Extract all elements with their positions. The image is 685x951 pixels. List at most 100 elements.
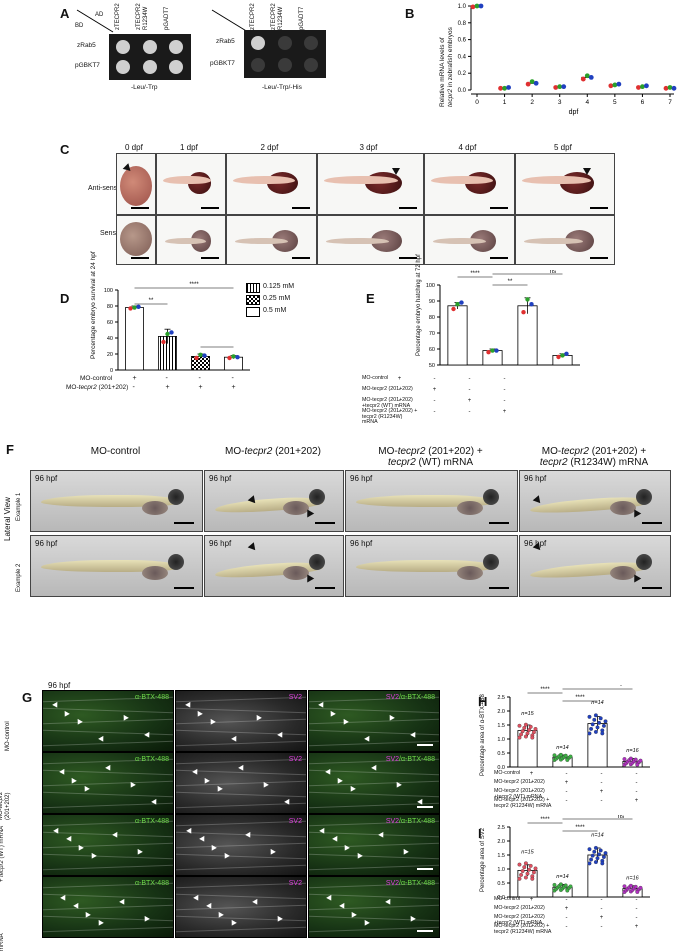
- chartD-data-point: [202, 353, 207, 358]
- chartH-data-point: [638, 758, 643, 763]
- b-data-point: [498, 85, 503, 91]
- condition-symbol: -: [398, 409, 401, 415]
- chartE-bar: [517, 305, 538, 366]
- chartH-data-point: [525, 731, 530, 736]
- arrowhead-marker: [89, 852, 97, 861]
- chartI-data-point: [603, 851, 608, 856]
- chartH-data-point: [598, 716, 603, 721]
- chartD-data-point: [132, 305, 137, 310]
- b-data-point: [470, 4, 476, 10]
- b-data-point: [561, 84, 567, 90]
- muscle-fiber-line: [176, 696, 306, 703]
- larva-eye: [483, 489, 499, 505]
- arrowhead-marker: [378, 831, 386, 840]
- chartD-data-point: [161, 339, 166, 345]
- scale-bar: [417, 868, 433, 870]
- larva-yolk: [283, 566, 309, 580]
- channel-label-merge: SV2/α-BTX-488: [386, 880, 435, 887]
- muscle-fiber-line: [176, 864, 306, 871]
- yeast-spot: [304, 58, 318, 72]
- larva-eye: [168, 489, 184, 505]
- b-x-tick-label: 6: [641, 99, 645, 106]
- embryo-photo-antisense: [116, 153, 156, 215]
- chartH-data-point: [519, 732, 524, 737]
- b-data-point: [557, 84, 563, 90]
- condition-label: MO-control: [362, 375, 389, 381]
- arrowhead-marker: [583, 168, 591, 175]
- condition-symbol: -: [398, 398, 401, 404]
- sig-label: ns: [618, 815, 624, 820]
- chartI-data-point: [593, 860, 598, 865]
- b-data-point: [667, 85, 673, 90]
- merge-btx: /α-BTX-488: [399, 880, 435, 887]
- chartE-data-point: [486, 350, 491, 355]
- chartH-data-point: [522, 725, 527, 730]
- chartH-data-point: [520, 729, 525, 734]
- chartI-data-point: [568, 884, 573, 889]
- panel-h-ylabel: Percentage area of α-BTX-488: [480, 694, 486, 776]
- panel-d-symbol: -: [231, 375, 234, 382]
- micrograph: α-BTX-488: [42, 876, 174, 938]
- condition-label: MO-tecpr2 (201+202) + tecpr2 (R1234W) mR…: [494, 923, 552, 935]
- b-data-point: [529, 79, 535, 84]
- chartI-data-point: [635, 890, 640, 894]
- chartI-data-point: [587, 847, 592, 852]
- b-x-tick-label: 3: [558, 99, 562, 106]
- chartD-bar: [125, 307, 144, 371]
- panel-a-ad: AD: [95, 12, 104, 18]
- panel-label-d: D: [60, 291, 70, 306]
- muscle-fiber-line: [309, 780, 439, 787]
- panel-a-right-diagonal: [211, 9, 249, 33]
- chartD-data-point: [198, 352, 203, 357]
- larva-photo-hpf: 96 hpf: [35, 474, 58, 483]
- embryo-photo-antisense: [515, 153, 615, 215]
- arrowhead-marker: [371, 764, 379, 773]
- chartI-data-point: [552, 882, 557, 887]
- chartI-data-point: [528, 863, 533, 868]
- larva-eye: [636, 554, 652, 570]
- condition-symbol: -: [600, 771, 603, 777]
- chartH-data-point: [563, 753, 568, 758]
- panel-d-row2-label: MO-tecpr2 (201+202): [66, 384, 128, 391]
- chartE-data-point: [455, 302, 460, 307]
- panel-d-symbol: +: [165, 384, 170, 391]
- micrograph: α-BTX-488: [42, 690, 174, 752]
- arrowhead-marker: [199, 835, 207, 844]
- merge-btx: /α-BTX-488: [399, 756, 435, 763]
- chartI-data-point: [587, 861, 592, 866]
- e-sig-label: **: [508, 279, 513, 285]
- muscle-fiber-line: [176, 820, 306, 827]
- embryo-shape: [235, 238, 289, 244]
- condition-row: MO-control+---: [494, 770, 684, 780]
- embryo-shape: [522, 176, 591, 184]
- sig-label: ****: [575, 695, 585, 701]
- condition-symbol: -: [635, 780, 638, 786]
- embryo-photo-antisense: [226, 153, 317, 215]
- chartI-data-point: [563, 883, 568, 888]
- larva-yolk: [610, 566, 636, 580]
- larva-photo-hpf: 96 hpf: [524, 539, 547, 548]
- chartD-y-tick-label: 100: [104, 288, 113, 294]
- scale-bar: [642, 522, 662, 524]
- arrowhead-marker: [151, 798, 159, 807]
- panel-g-row-label: MO-tecpr2(201+202): [0, 791, 11, 820]
- arrowhead-marker: [73, 902, 81, 911]
- condition-symbol: +: [397, 376, 402, 382]
- merge-sv2: SV2: [385, 880, 400, 887]
- sig-label: ****: [540, 687, 550, 693]
- scale-bar: [590, 257, 608, 259]
- arrowhead-marker: [284, 798, 292, 807]
- muscle-fiber-line: [176, 791, 306, 798]
- larva-yolk: [283, 501, 309, 515]
- condition-label: MO-tecpr2 (201+202) + tecpr2 (R1234W) mR…: [362, 408, 418, 426]
- condition-symbol: +: [529, 897, 534, 903]
- muscle-fiber-line: [309, 791, 439, 798]
- chartI-data-point: [522, 865, 527, 870]
- panel-label-h: H: [478, 694, 488, 709]
- arrowhead-marker: [362, 919, 370, 928]
- muscle-fiber-line: [309, 904, 439, 911]
- e-sig-label: ****: [470, 271, 480, 277]
- condition-label: MO-tecpr2 (201+202) +tecpr2 (WT) mRNA: [494, 914, 545, 926]
